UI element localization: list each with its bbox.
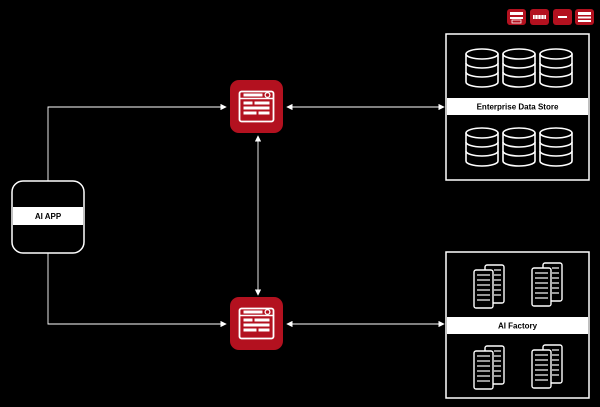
legend-icons xyxy=(507,9,594,25)
router-icon xyxy=(553,9,572,25)
connector-app-to-top-gateway xyxy=(47,103,227,182)
connector-app-to-bottom-gateway xyxy=(47,253,227,328)
appliance-icon xyxy=(575,9,594,25)
ai-app-node[interactable]: AI APP xyxy=(11,180,85,254)
gateway-device-icon xyxy=(507,9,526,25)
gateway-top[interactable] xyxy=(230,80,283,133)
ai-factory-label: AI Factory xyxy=(498,322,538,331)
enterprise-data-store-node[interactable]: Enterprise Data Store xyxy=(445,33,590,181)
connectors xyxy=(47,103,445,328)
gateway-bottom[interactable] xyxy=(230,297,283,350)
ai-factory-node[interactable]: AI Factory xyxy=(445,251,590,399)
data-store-label: Enterprise Data Store xyxy=(477,103,559,112)
firewall-icon xyxy=(530,9,549,25)
ai-app-label: AI APP xyxy=(35,212,62,221)
